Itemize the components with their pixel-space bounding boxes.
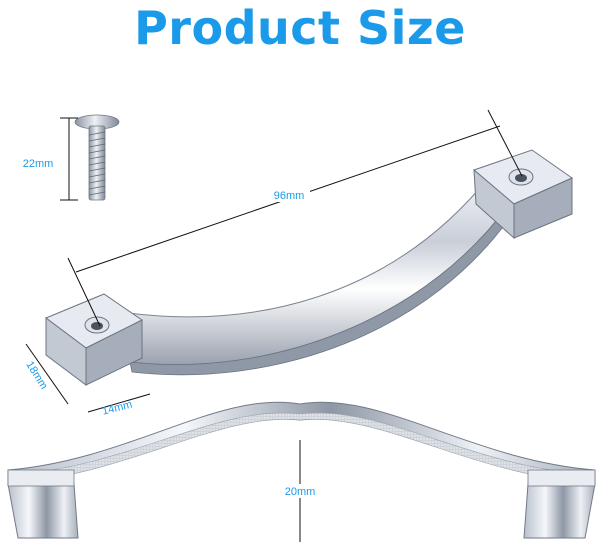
screw-length-label: 22mm	[23, 158, 54, 170]
handle-front-view	[7, 401, 596, 539]
base-length-dimension-line	[25, 343, 69, 405]
handle-top-view	[44, 149, 574, 386]
screw	[74, 114, 120, 201]
base-length-label: 18mm	[23, 359, 49, 391]
base-width-label: 14mm	[101, 399, 134, 418]
screw-dimension-line	[60, 117, 78, 201]
handle-height-label: 20mm	[285, 486, 316, 498]
base-width-dimension-line	[87, 393, 151, 413]
hole-spacing-label: 96mm	[274, 190, 305, 202]
page-title: Product Size	[134, 1, 466, 55]
